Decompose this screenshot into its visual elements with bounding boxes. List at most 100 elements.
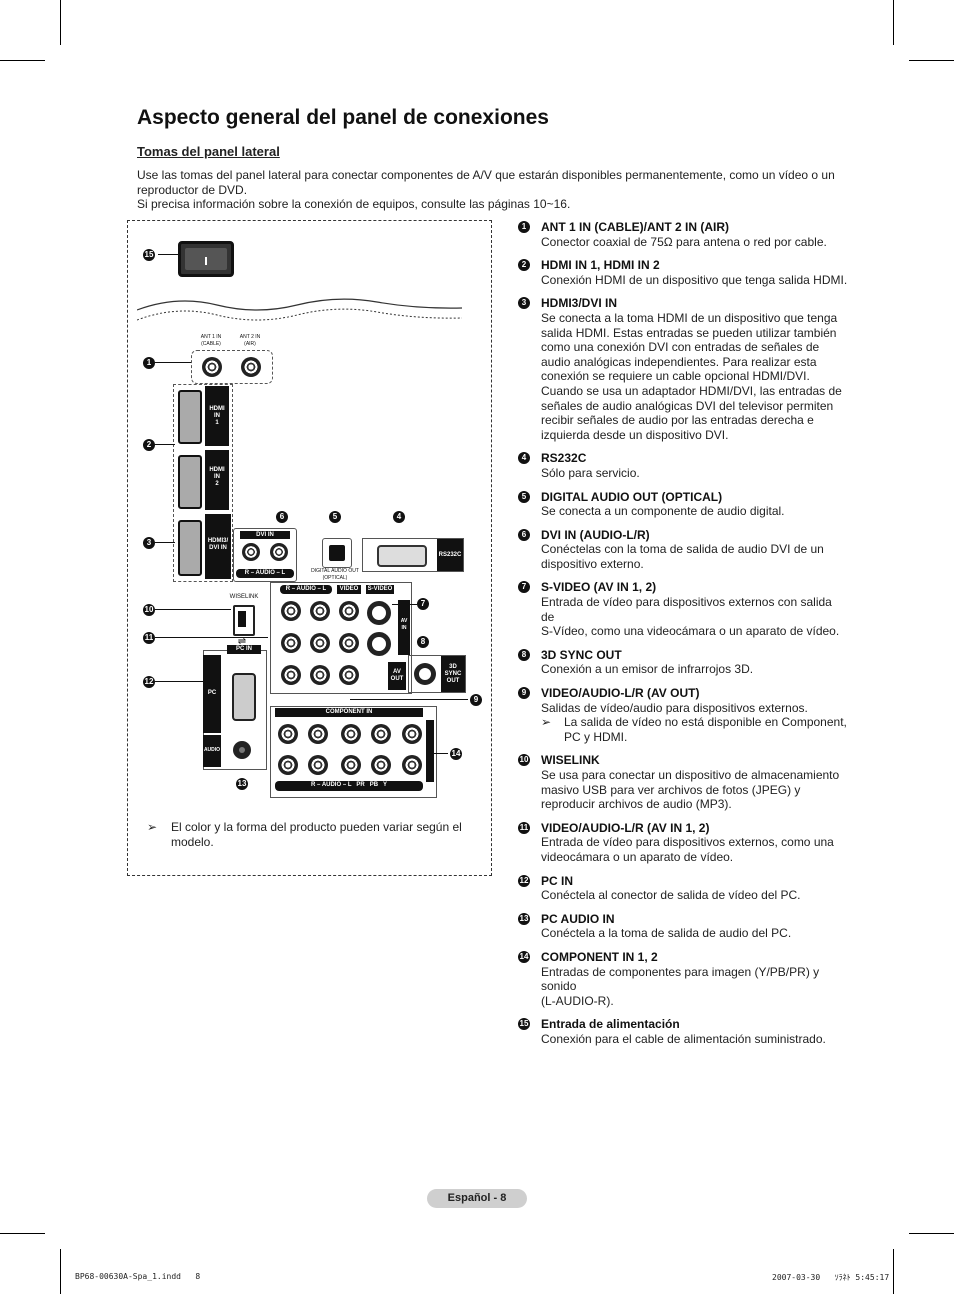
item-number: 5: [518, 490, 530, 503]
item-title: 3D SYNC OUT: [541, 647, 622, 662]
item-desc: Sólo para servicio.: [541, 465, 640, 480]
av-in-label: AV IN: [400, 618, 408, 631]
callout-leader: [155, 637, 268, 638]
hdmi1-port: [178, 390, 202, 444]
antenna-block: [191, 350, 273, 384]
item-number: 13: [518, 912, 530, 925]
pc-in-label-bg: [227, 645, 261, 654]
comp1-y-jack: [402, 724, 422, 744]
hdmi3-label: HDMI3/ DVI IN: [207, 538, 229, 551]
pc-audio-jack: [233, 741, 251, 759]
item-desc: Conéctelas con la toma de salida de audi…: [541, 542, 824, 571]
dvi-audio-l-jack: [270, 543, 288, 561]
callout-3: 3: [143, 537, 155, 549]
callout-1: 1: [143, 357, 155, 369]
item-title: RS232C: [541, 451, 587, 466]
component-header-bg: [275, 708, 423, 717]
crop-mark: [60, 1249, 61, 1294]
ant2-jack: [241, 357, 261, 377]
footer-date: 2007-03-30 ｿﾗﾈﾄ 5:45:17: [772, 1273, 890, 1282]
hdmi3-label-bg: [205, 514, 231, 579]
item-number: 10: [518, 754, 530, 767]
page-number-badge: Español - 8: [427, 1189, 527, 1208]
item-desc: Se conecta a un componente de audio digi…: [541, 504, 785, 519]
item-number: 9: [518, 687, 530, 700]
item-title: PC IN: [541, 873, 574, 888]
rs232c-label: RS232C: [438, 552, 462, 558]
callout-leader: [155, 444, 175, 445]
ant2-label: ANT 2 IN (AIR): [239, 334, 261, 347]
ant1-label: ANT 1 IN (CABLE): [200, 334, 222, 347]
hdmi2-port: [178, 455, 202, 509]
hdmi2-label: HDMI IN 2: [209, 467, 225, 487]
list-item: 5 DIGITAL AUDIO OUT (OPTICAL)Se conecta a…: [518, 490, 848, 519]
callout-13: 13: [236, 778, 248, 790]
svideo1-port: [367, 601, 391, 625]
callout-leader: [155, 362, 191, 363]
component-panel: [270, 706, 437, 798]
item-title: S-VIDEO (AV IN 1, 2): [541, 580, 657, 595]
item-number: 6: [518, 528, 530, 541]
callout-leader: [155, 681, 203, 682]
item-desc: Conexión para el cable de alimentación s…: [541, 1031, 826, 1046]
intro-paragraph: Si precisa información sobre la conexión…: [137, 197, 571, 211]
callout-leader: [350, 699, 468, 700]
note-text: El color y la forma del producto pueden …: [171, 820, 462, 849]
item-note-text: La salida de vídeo no está disponible en…: [564, 715, 847, 744]
callout-leader: [155, 542, 175, 543]
usb-icon: ⇌: [237, 636, 247, 647]
callout-leader: [155, 609, 231, 610]
comp2-audio-l-jack: [308, 755, 328, 775]
rs232c-port: RS232C: [362, 538, 464, 572]
power-inlet: [178, 241, 234, 277]
hdmi1-label-bg: [205, 386, 229, 446]
callout-7: 7: [417, 598, 429, 610]
item-title: DIGITAL AUDIO OUT (OPTICAL): [541, 489, 723, 504]
item-desc: Entrada de vídeo para dispositivos exter…: [541, 595, 840, 639]
hdmi2-label-bg: [205, 450, 229, 510]
callout-11: 11: [143, 632, 155, 644]
pc-in-label: PC IN: [235, 646, 252, 652]
pc-label: PC: [207, 690, 217, 696]
item-number: 14: [518, 950, 530, 963]
av1-audio-r-jack: [281, 601, 301, 621]
video-header-bg: [337, 585, 361, 594]
pc-audio-label: AUDIO: [203, 747, 221, 753]
hdmi3-port: [178, 520, 202, 576]
pc-audio-label-bg: [203, 735, 221, 767]
intro-text: Use las tomas del panel lateral para con…: [137, 168, 837, 212]
item-desc: Se usa para conectar un dispositivo de a…: [541, 768, 840, 812]
sync-out-port: 3D SYNC OUT: [408, 655, 466, 693]
dvi-audio-r-jack: [242, 543, 260, 561]
svideo2-port: [367, 632, 391, 656]
item-title: PC AUDIO IN: [541, 911, 615, 926]
intro-paragraph: Use las tomas del panel lateral para con…: [137, 168, 835, 197]
page-title: Aspecto general del panel de conexiones: [137, 106, 549, 129]
av-audio-label: R – AUDIO – L: [285, 586, 327, 592]
comp1-audio-l-jack: [308, 724, 328, 744]
avout-video-jack: [339, 665, 359, 685]
vga-port: [232, 673, 256, 721]
callout-5: 5: [329, 511, 341, 523]
av1-video-jack: [339, 601, 359, 621]
wiselink-label: WISELINK: [229, 594, 259, 600]
diagram-note: ➢ El color y la forma del producto puede…: [147, 820, 477, 850]
crop-mark: [909, 60, 954, 61]
item-desc: Conéctela a la toma de salida de audio d…: [541, 926, 792, 941]
comp1-pr-jack: [341, 724, 361, 744]
item-title: WISELINK: [541, 753, 600, 768]
dvi-audio-panel: DVI IN R – AUDIO – L: [233, 528, 297, 582]
item-title: VIDEO/AUDIO-L/R (AV IN 1, 2): [541, 820, 710, 835]
item-number: 15: [518, 1018, 530, 1031]
av-out-label: AV OUT: [390, 669, 404, 682]
callout-12: 12: [143, 676, 155, 688]
av1-audio-l-jack: [310, 601, 330, 621]
ant1-jack: [202, 357, 222, 377]
